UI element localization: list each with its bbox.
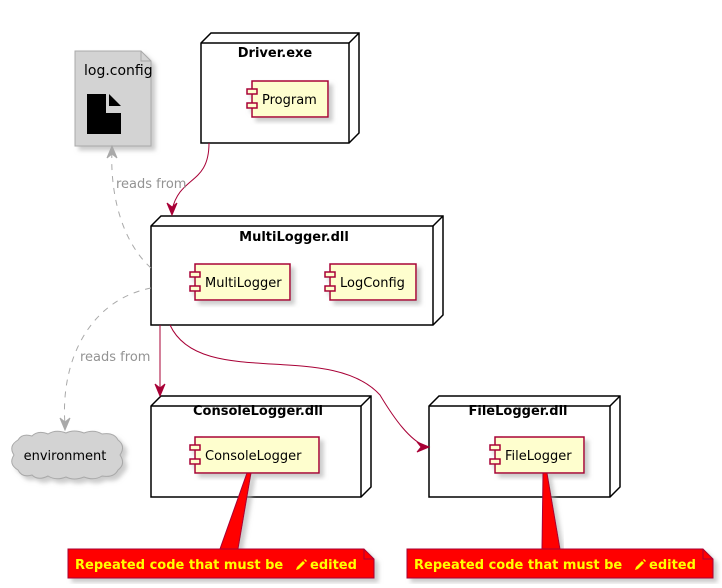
component-label-filelogger: FileLogger <box>505 449 572 464</box>
node-title-driver: Driver.exe <box>238 46 313 61</box>
note-text-console: Repeated code that must be <box>75 558 283 573</box>
node-consolelogger: ConsoleLogger.dll ConsoleLogger <box>150 395 372 498</box>
edge-driver-to-multilogger <box>166 142 210 217</box>
edge-multilogger-reads-environment <box>59 287 152 432</box>
pencil-icon <box>296 559 307 570</box>
node-title-multilogger: MultiLogger.dll <box>239 230 349 245</box>
component-label-logconfig: LogConfig <box>340 276 405 291</box>
node-driver: Driver.exe Program <box>200 32 360 144</box>
edge-label-reads-environment: reads from <box>80 350 150 365</box>
log-config-artifact: log.config <box>74 50 153 147</box>
node-multilogger: MultiLogger.dll MultiLogger LogConfig <box>150 215 444 326</box>
edge-label-reads-config: reads from <box>116 177 186 192</box>
note-console: Repeated code that must be edited <box>67 472 375 579</box>
node-title-consolelogger: ConsoleLogger.dll <box>193 404 323 419</box>
note-suffix-file: edited <box>649 558 696 573</box>
node-title-filelogger: FileLogger.dll <box>469 404 568 419</box>
artifact-label: log.config <box>84 63 153 79</box>
component-filelogger <box>489 436 585 474</box>
component-logconfig <box>324 263 417 301</box>
note-file: Repeated code that must be edited <box>406 472 714 579</box>
component-program <box>246 80 329 118</box>
component-label-consolelogger: ConsoleLogger <box>205 449 302 464</box>
component-label-program: Program <box>262 93 317 108</box>
component-multilogger <box>189 263 291 301</box>
node-filelogger: FileLogger.dll FileLogger <box>428 395 621 498</box>
edge-multilogger-to-filelogger <box>169 324 431 453</box>
component-label-multilogger: MultiLogger <box>205 276 282 291</box>
environment-cloud: environment <box>11 430 124 480</box>
cloud-label: environment <box>24 449 107 464</box>
note-text-file: Repeated code that must be <box>414 558 622 573</box>
edge-multilogger-to-consolelogger <box>154 325 166 398</box>
component-consolelogger <box>189 436 320 474</box>
file-icon <box>87 94 121 134</box>
note-suffix-console: edited <box>310 558 357 573</box>
edge-multilogger-reads-logconfig <box>106 144 152 269</box>
pencil-icon <box>635 559 646 570</box>
